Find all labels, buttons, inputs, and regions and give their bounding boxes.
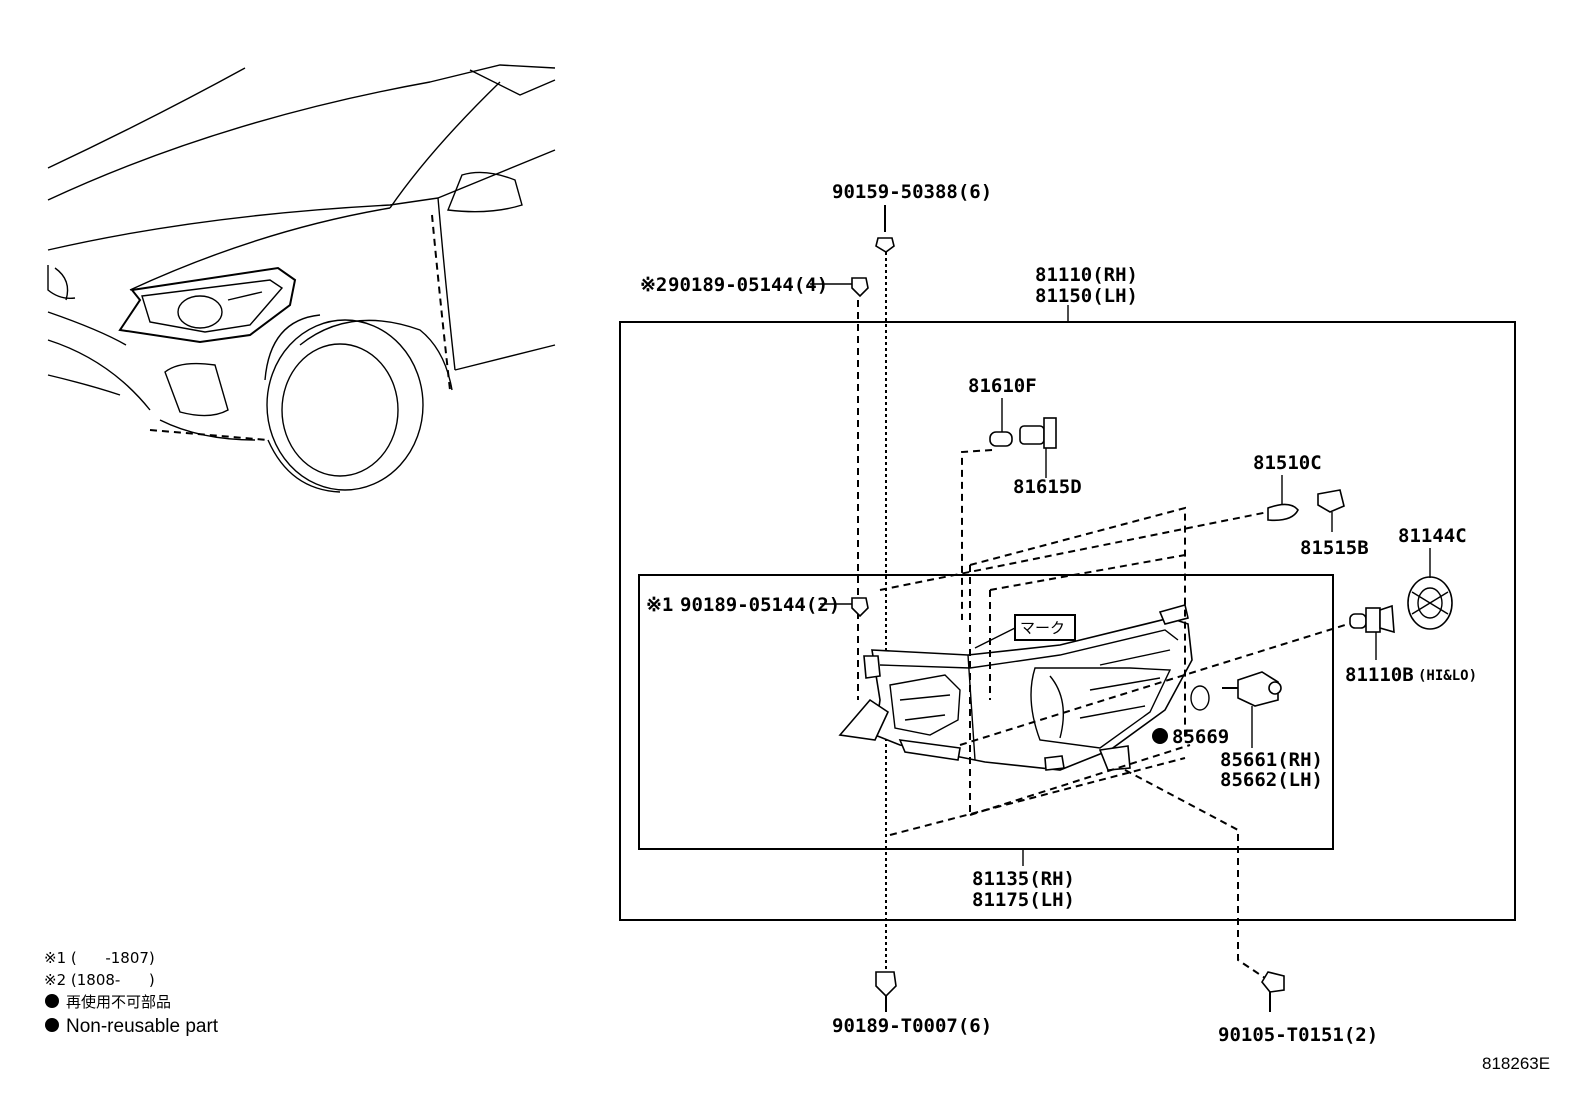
label-unit-lh: 81175(LH) (972, 889, 1075, 911)
label-bulb-81110b: 81110B (1345, 664, 1414, 686)
legend-dot-icon (45, 1018, 59, 1032)
label-clip-bottom: 90189-T0007(6) (832, 1015, 992, 1037)
clip-bottom-icon (875, 971, 897, 1012)
label-socket-81615d: 81615D (1013, 476, 1082, 498)
label-assy-rh: 81110(RH) (1035, 264, 1138, 286)
label-clip-top-note: ※2 (640, 274, 667, 296)
label-unit-rh: 81135(RH) (972, 868, 1075, 890)
vehicle-illustration (47, 64, 556, 493)
label-clip-mid: 90189-05144(2) (680, 594, 840, 616)
unit-frame (638, 574, 1334, 850)
socket-81615d-icon (1019, 417, 1057, 449)
label-socket-81515b: 81515B (1300, 537, 1369, 559)
oring-85669-icon (1190, 685, 1210, 711)
clip-top-icon (851, 277, 869, 298)
label-clip-top: 90189-05144(4) (668, 274, 828, 296)
label-oring: 85669 (1172, 726, 1229, 748)
legend-nonreusable-en: Non-reusable part (66, 1016, 219, 1037)
bulb-81510c-icon (1267, 503, 1299, 522)
label-actuator-lh: 85662(LH) (1220, 769, 1323, 791)
bolt-bottom-icon (1261, 971, 1285, 1012)
label-actuator-rh: 85661(RH) (1220, 749, 1323, 771)
legend-note-2: ※2 (1808- ) (44, 971, 155, 989)
label-clip-mid-note: ※1 (646, 594, 673, 616)
socket-81515b-icon (1317, 489, 1345, 513)
label-bolt-top: 90159-50388(6) (832, 181, 992, 203)
figure-code: 818263E (1482, 1054, 1550, 1073)
label-bulb-81510c: 81510C (1253, 452, 1322, 474)
nonreusable-dot-icon (1152, 728, 1168, 744)
bolt-top-icon (875, 205, 895, 253)
label-assy-lh: 81150(LH) (1035, 285, 1138, 307)
label-cap-81144c: 81144C (1398, 525, 1467, 547)
legend-note-1: ※1 ( -1807) (44, 949, 155, 967)
label-bolt-bottom: 90105-T0151(2) (1218, 1024, 1378, 1046)
label-mark: マーク (1020, 619, 1065, 637)
clip-mid-icon (851, 597, 869, 618)
bulb-81610f-icon (989, 431, 1013, 447)
legend: ※1 ( -1807) ※2 (1808- ) 再使用不可部品 Non-reus… (44, 949, 219, 1037)
actuator-icon (1222, 671, 1282, 707)
legend-nonreusable-jp: 再使用不可部品 (66, 993, 171, 1011)
bulb-81110b-icon (1349, 604, 1395, 634)
cap-81144c-icon (1407, 576, 1453, 630)
label-bulb-81610f: 81610F (968, 375, 1037, 397)
label-bulb-81110b-suffix: (HI&LO) (1418, 668, 1477, 684)
legend-dot-icon (45, 994, 59, 1008)
